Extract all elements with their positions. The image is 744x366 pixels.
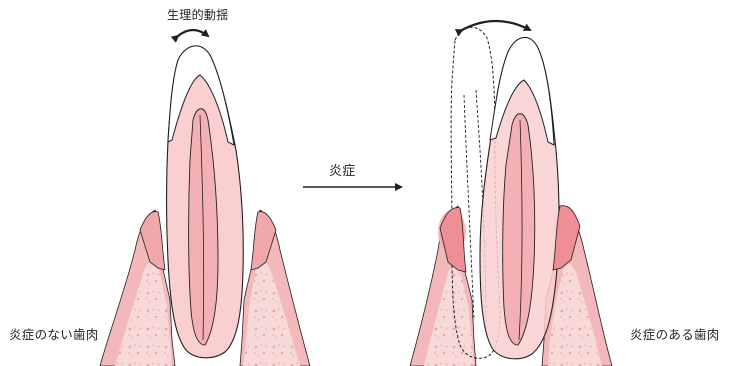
healthy-tooth-group — [100, 46, 310, 366]
mobility-arrow-icon — [178, 30, 208, 36]
inflammation-label: 炎症 — [329, 160, 356, 179]
large-mobility-arrow-icon — [462, 21, 530, 30]
inflamed-tooth-group — [410, 27, 612, 366]
healthy-gingiva-label: 炎症のない歯肉 — [9, 324, 99, 343]
physiological-mobility-label: 生理的動揺 — [167, 6, 229, 23]
inflamed-gingiva-label: 炎症のある歯肉 — [630, 324, 720, 343]
